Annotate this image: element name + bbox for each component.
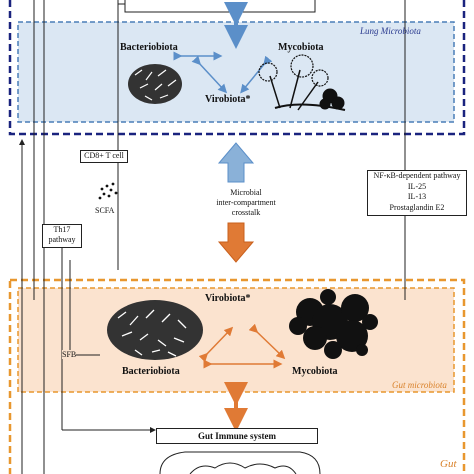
gut-outer-frame [8, 278, 466, 474]
lung-fungi-icon [258, 54, 346, 111]
gut-virobiota-label: Virobiota* [205, 293, 251, 304]
intestine-icon [159, 451, 321, 474]
nfkb-line4: Prostaglandin E2 [389, 202, 445, 212]
th17-box: Th17 pathway [42, 224, 82, 248]
lung-virobiota-label: Virobiota* [205, 94, 251, 105]
gut-panel [17, 287, 455, 393]
lung-bacteriobiota-label: Bacteriobiota [120, 42, 178, 53]
gut-fungi-icon [289, 289, 378, 359]
gut-panel-title: Gut microbiota [392, 380, 447, 390]
sfb-label: SFB [62, 350, 77, 359]
cd8-box: CD8+ T cell [80, 150, 128, 163]
gut-bacteriobiota-label: Bacteriobiota [122, 366, 180, 377]
gut-bacteria-icon [107, 300, 203, 360]
crosstalk-line1: Microbial [230, 188, 262, 197]
crosstalk-line2: inter-compartment [216, 198, 276, 207]
gut-mycobiota-label: Mycobiota [292, 366, 338, 377]
nfkb-line2: IL-25 [407, 181, 427, 191]
nfkb-box: NF-κB-dependent pathway IL-25 IL-13 Pros… [367, 170, 467, 216]
th17-line2: pathway [48, 235, 76, 244]
nfkb-line1: NF-κB-dependent pathway [373, 171, 461, 180]
nfkb-line3: IL-13 [407, 192, 427, 201]
th17-line1: Th17 [53, 225, 71, 234]
top-box [124, 0, 316, 13]
crosstalk-line3: crosstalk [231, 208, 261, 217]
lung-bacteria-icon [128, 64, 182, 104]
scfa-icon [98, 182, 118, 200]
gut-label: Gut [440, 458, 457, 470]
lung-mycobiota-label: Mycobiota [278, 42, 324, 53]
lung-panel-title: Lung Microbiota [360, 26, 421, 36]
scfa-label: SCFA [95, 206, 115, 215]
gut-immune-box: Gut Immune system [156, 428, 318, 444]
